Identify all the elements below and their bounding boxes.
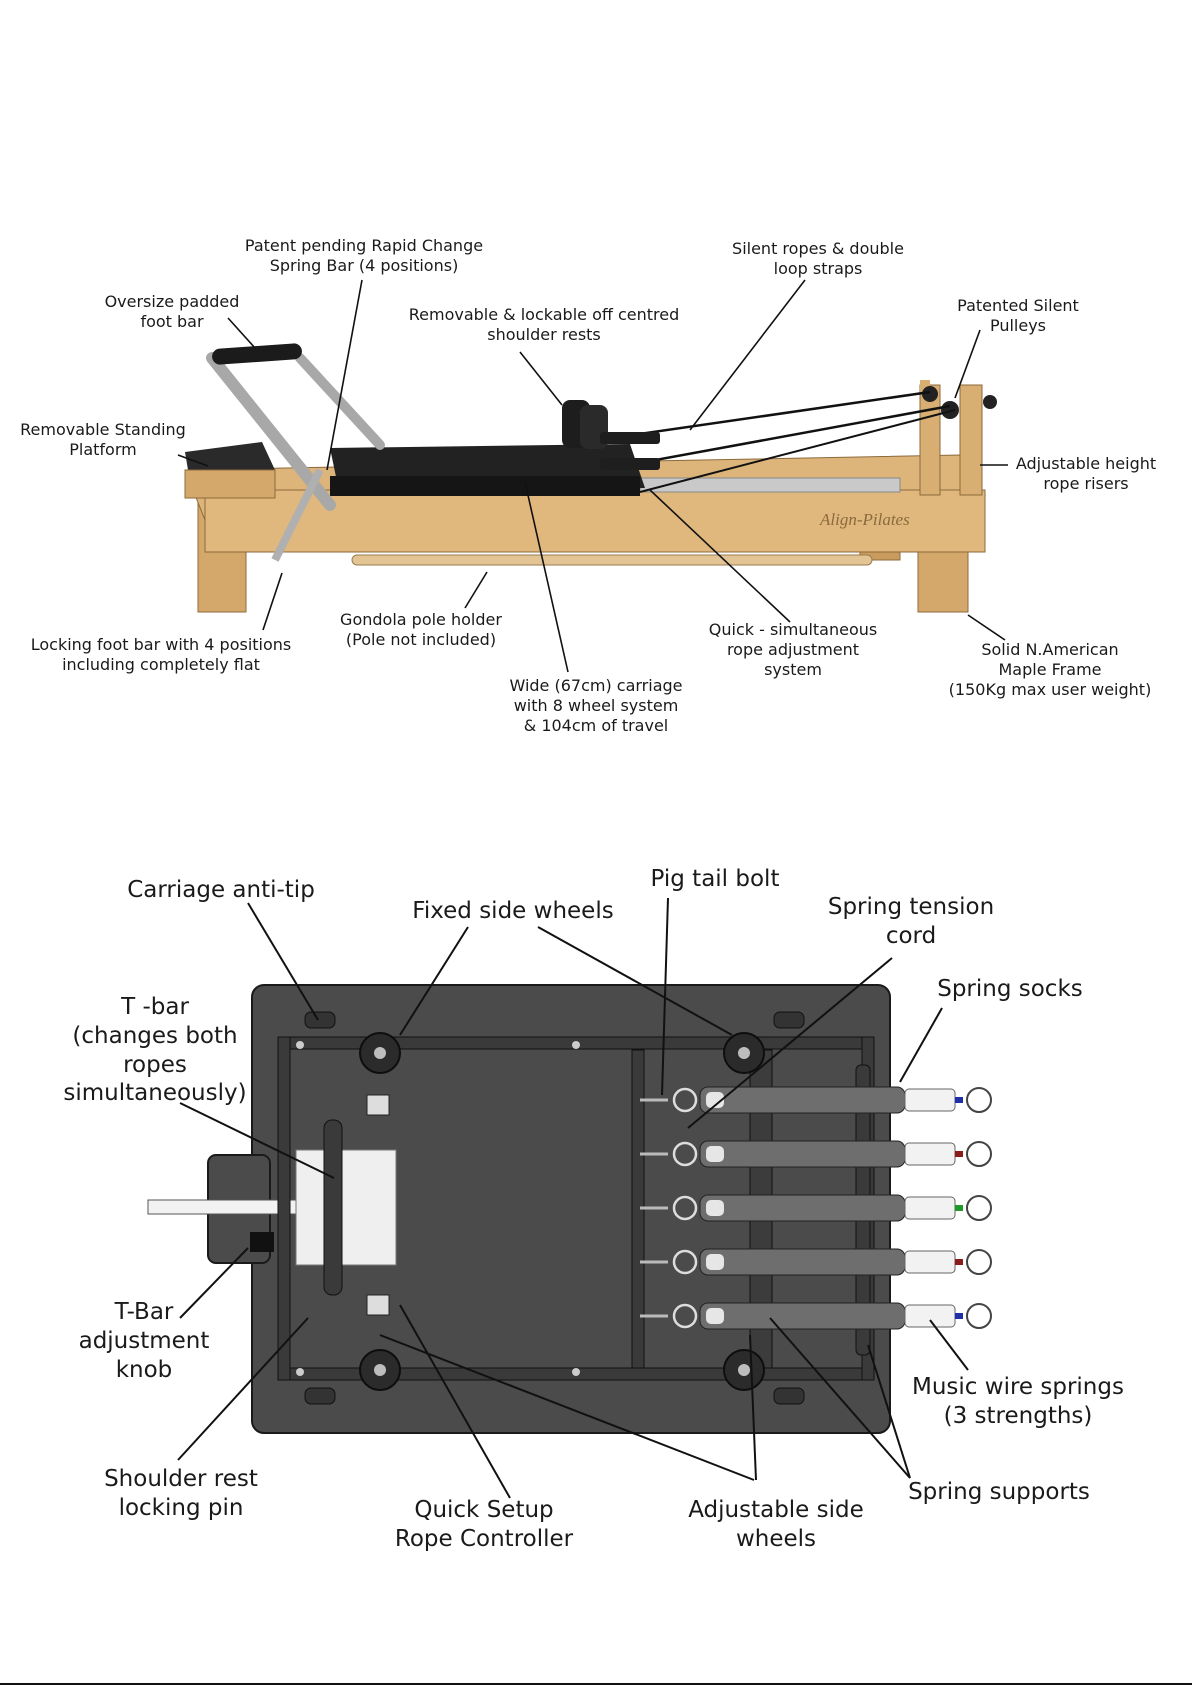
spring: [640, 1194, 992, 1222]
callout-anti-tip: Carriage anti-tip: [127, 877, 315, 903]
underside-leader-lines: [177, 897, 969, 1499]
callout-spring-supports: Spring supports: [908, 1479, 1090, 1505]
callout-music-wire: Music wire springs(3 strengths): [912, 1374, 1124, 1429]
spring: [640, 1302, 992, 1330]
callout-pig-tail: Pig tail bolt: [650, 866, 780, 892]
callout-spring-socks: Spring socks: [937, 976, 1083, 1002]
spring: [640, 1248, 992, 1276]
callout-fixed-wheels: Fixed side wheels: [412, 898, 614, 924]
brand-logo: Align-Pilates: [819, 510, 910, 529]
reformer-side-illustration: Align-Pilates: [184, 343, 997, 613]
spring: [640, 1140, 992, 1168]
spring-group: [640, 1086, 992, 1330]
callout-gondola: Gondola pole holder(Pole not included): [340, 610, 502, 649]
side-view-leader-lines: [177, 279, 1008, 673]
page-bottom-rule: [0, 1683, 1192, 1685]
spring: [640, 1086, 992, 1114]
